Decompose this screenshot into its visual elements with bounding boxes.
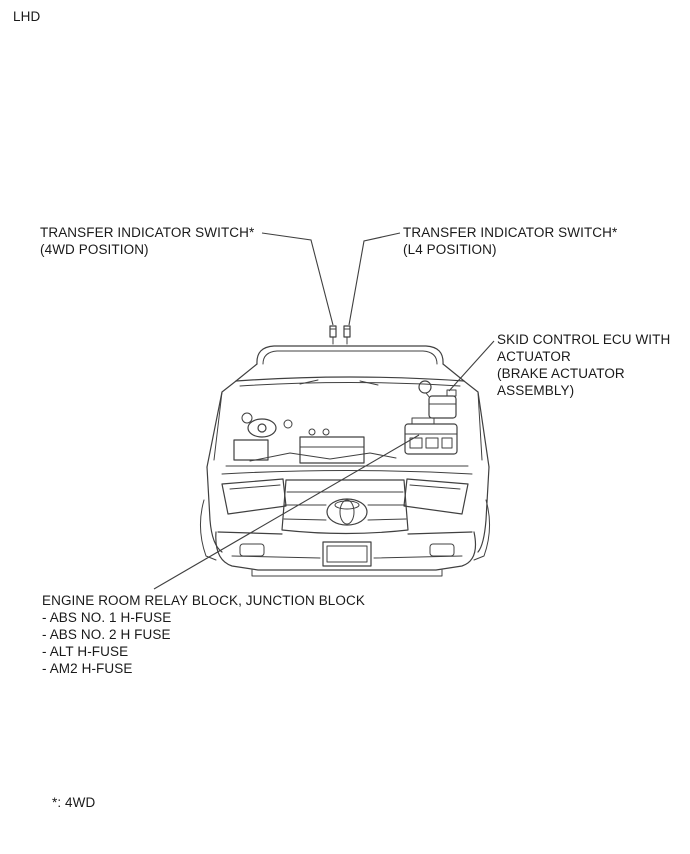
transfer-4wd-label: TRANSFER INDICATOR SWITCH* (4WD POSITION…	[40, 224, 254, 258]
windshield	[235, 363, 465, 387]
skid-control-label-line4: ASSEMBLY)	[497, 383, 575, 398]
leader-line-transfer-4wd	[261, 232, 334, 326]
headlight-right	[403, 478, 469, 515]
tire-left	[200, 466, 223, 561]
relay-block-item: - ABS NO. 1 H-FUSE	[42, 610, 172, 625]
license-plate	[322, 541, 372, 567]
skid-control-label-line2: ACTUATOR	[497, 349, 571, 364]
relay-block-item: - ALT H-FUSE	[42, 644, 129, 659]
cab-roof	[256, 345, 444, 365]
transfer-4wd-label-line2: (4WD POSITION)	[40, 242, 149, 257]
leader-line-relay-block	[153, 434, 420, 590]
relay-junction-block	[404, 417, 458, 455]
transfer-l4-label: TRANSFER INDICATOR SWITCH* (L4 POSITION)	[403, 224, 617, 258]
transfer-l4-label-line2: (L4 POSITION)	[403, 242, 497, 257]
lhd-label: LHD	[13, 9, 41, 24]
leader-line-skid-control	[448, 340, 495, 392]
headlight-left	[221, 478, 287, 515]
brake-actuator	[418, 380, 457, 419]
transfer-4wd-label-line1: TRANSFER INDICATOR SWITCH*	[40, 225, 255, 240]
vehicle-body	[200, 345, 490, 577]
skid-control-label: SKID CONTROL ECU WITH ACTUATOR (BRAKE AC…	[497, 331, 670, 399]
transfer-switch-connector-4wd	[329, 325, 337, 345]
transfer-l4-label-line1: TRANSFER INDICATOR SWITCH*	[403, 225, 618, 240]
grille	[281, 479, 409, 535]
leader-line-transfer-l4	[348, 232, 401, 326]
hood-fenders	[206, 380, 490, 468]
relay-block-item: - AM2 H-FUSE	[42, 661, 133, 676]
footnote-label: *: 4WD	[52, 795, 96, 810]
relay-block-title: ENGINE ROOM RELAY BLOCK, JUNCTION BLOCK	[42, 593, 365, 608]
skid-control-label-line3: (BRAKE ACTUATOR	[497, 366, 625, 381]
relay-block-label: ENGINE ROOM RELAY BLOCK, JUNCTION BLOCK …	[42, 592, 365, 677]
transfer-switch-connector-l4	[343, 325, 351, 345]
relay-block-item: - ABS NO. 2 H FUSE	[42, 627, 171, 642]
engine-bay-components	[221, 412, 473, 475]
skid-control-label-line1: SKID CONTROL ECU WITH	[497, 332, 671, 347]
tire-right	[473, 466, 490, 561]
toyota-emblem	[326, 498, 368, 526]
